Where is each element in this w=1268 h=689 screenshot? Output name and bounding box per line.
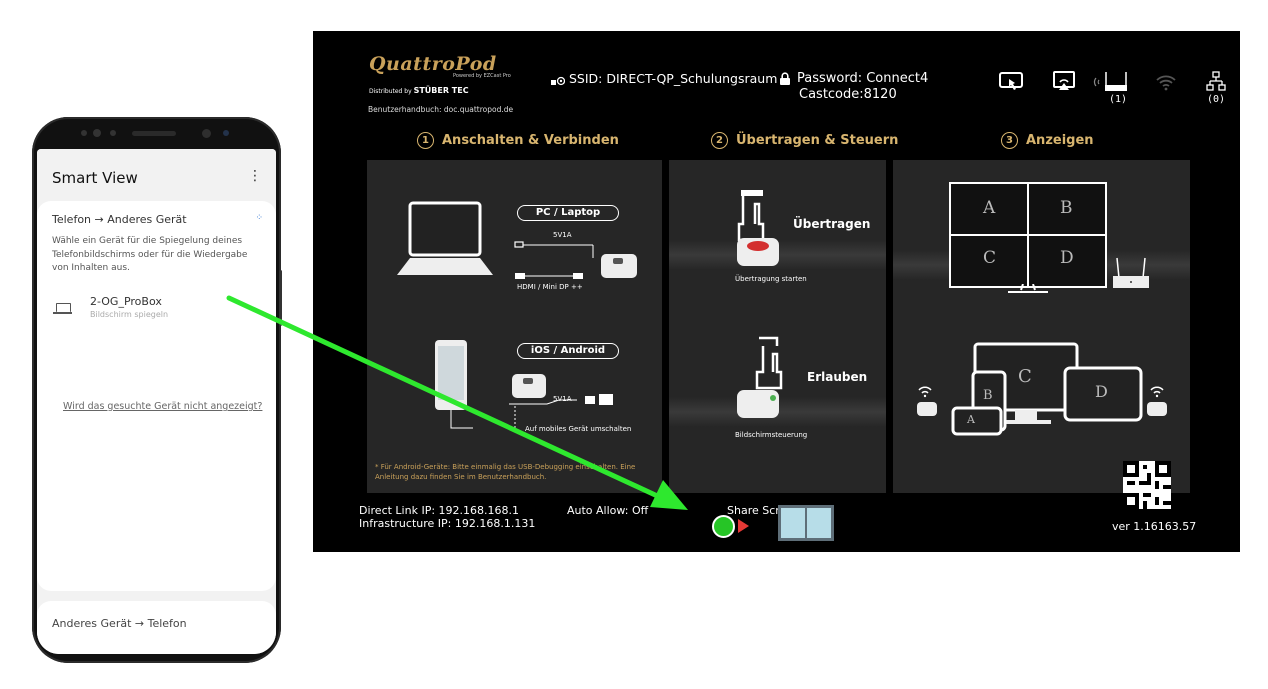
press-button-illustration <box>737 190 779 266</box>
section-title: Telefon → Anderes Gerät <box>52 213 187 226</box>
step-label: Anzeigen <box>1026 133 1094 148</box>
mobile-device-illustration <box>509 374 613 430</box>
airplay-icon <box>1053 71 1075 90</box>
laptop-icon-base <box>53 312 72 314</box>
ios-android-pill: iOS / Android <box>517 343 619 359</box>
camera-icon <box>202 129 211 138</box>
multi-device-illustration <box>917 342 1167 436</box>
ssid-text: SSID: DIRECT-QP_Schulungsraum <box>569 71 778 86</box>
device-d-label: D <box>1095 382 1108 401</box>
quadrant-a: A <box>983 198 996 218</box>
powered-by: Powered by EZCast Pro <box>453 73 511 79</box>
connect-panel: PC / Laptop 5V1A HDMI / Mini DP ++ iOS /… <box>367 160 662 493</box>
step-label: Anschalten & Verbinden <box>442 133 619 148</box>
share-screen-status: Share Scr <box>727 504 780 517</box>
step-1-header: 1 Anschalten & Verbinden <box>417 132 619 149</box>
pc-laptop-pill: PC / Laptop <box>517 205 619 221</box>
phone-screen: Smart View ⋮ Telefon → Anderes Gerät ⁘ W… <box>37 149 276 654</box>
step-3-header: 3 Anzeigen <box>1001 132 1094 149</box>
lan-count: (0) <box>1207 94 1226 105</box>
phone-to-device-card: Telefon → Anderes Gerät ⁘ Wähle ein Gerä… <box>37 201 276 591</box>
section-description: Wähle ein Gerät für die Spiegelung deine… <box>52 236 248 273</box>
distributed-by-label: Distributed by <box>369 88 412 95</box>
app-title: Smart View <box>52 169 138 187</box>
step-2-header: 2 Übertragen & Steuern <box>711 132 898 149</box>
transfer-panel: Übertragen Übertragung starten Erlauben … <box>669 160 886 493</box>
allow-button-illustration <box>737 336 783 418</box>
direct-link-ip: Direct Link IP: 192.168.168.1 <box>359 504 520 517</box>
touch-screen-icon <box>999 72 1023 90</box>
phone: Smart View ⋮ Telefon → Anderes Gerät ⁘ W… <box>32 117 281 663</box>
phone-top-bezel <box>32 117 281 149</box>
device-subtitle: Bildschirm spiegeln <box>90 310 169 319</box>
brand-logo: QuattroPod <box>369 53 497 75</box>
device-c-label: C <box>1018 366 1032 387</box>
scan-dots-icon[interactable]: ⁘ <box>255 213 262 223</box>
step-number: 1 <box>417 132 434 149</box>
front-camera-icon <box>223 130 229 136</box>
router-icon <box>1093 72 1127 91</box>
smartphone-illustration <box>435 340 473 429</box>
step-number: 3 <box>1001 132 1018 149</box>
wifi-ssid-icon <box>551 76 565 86</box>
router-illustration <box>1113 257 1149 288</box>
device-not-found-link[interactable]: Wird das gesuchte Gerät nicht angezeigt? <box>63 401 263 412</box>
section-title: Anderes Gerät → Telefon <box>52 617 187 630</box>
lan-icon <box>1206 71 1226 91</box>
tv-stand-icon <box>1008 284 1048 293</box>
pc-power-label: 5V1A <box>553 231 572 239</box>
ip-info: Direct Link IP: 192.168.168.1 Infrastruc… <box>359 504 535 530</box>
device-b-label: B <box>983 388 993 403</box>
auto-allow-status: Auto Allow: Off <box>567 504 649 517</box>
side-button <box>279 270 282 326</box>
mobile-power-label: 5V1A <box>553 395 572 403</box>
device-to-phone-card[interactable]: Anderes Gerät → Telefon <box>37 601 276 654</box>
phone-speaker <box>132 131 176 136</box>
quadrant-c: C <box>983 248 997 268</box>
sensor-dot <box>110 130 116 136</box>
tv-screen: QuattroPod Powered by EZCast Pro Distrib… <box>313 31 1240 552</box>
display-panel: A B C D C D B <box>893 160 1190 493</box>
distributor: Distributed by STÜBER TEC <box>369 86 469 95</box>
quad-screen: A B C D <box>949 182 1107 288</box>
mirrored-screen-icon <box>778 505 834 541</box>
device-name: 2-OG_ProBox <box>90 295 162 308</box>
infrastructure-ip: Infrastructure IP: 192.168.1.131 <box>359 517 536 530</box>
manual-url: Benutzerhandbuch: doc.quattropod.de <box>368 105 514 114</box>
mobile-switch-label: Auf mobiles Gerät umschalten <box>525 425 632 433</box>
sensor-dot <box>81 130 87 136</box>
play-icon <box>738 519 749 533</box>
cable-connector-illustration <box>514 241 637 279</box>
pc-cable-label: HDMI / Mini DP ++ <box>517 283 583 291</box>
device-a-label: A <box>967 413 975 426</box>
app-header: Smart View ⋮ <box>37 149 276 195</box>
lock-icon <box>780 72 790 85</box>
step-label: Übertragen & Steuern <box>736 133 899 148</box>
status-dot-icon <box>712 515 735 538</box>
laptop-illustration <box>397 201 493 275</box>
android-note: * Für Android-Geräte: Bitte einmalig das… <box>375 463 636 481</box>
quad-divider <box>951 234 1105 236</box>
quadrant-b: B <box>1060 198 1073 218</box>
wifi-icon <box>1156 75 1176 91</box>
allow-label: Erlauben <box>807 370 868 384</box>
transfer-sub-label: Übertragung starten <box>735 275 807 283</box>
more-vert-icon[interactable]: ⋮ <box>248 168 262 184</box>
castcode-text: Castcode:8120 <box>799 87 897 102</box>
quadrant-d: D <box>1060 248 1074 268</box>
router-count: (1) <box>1109 94 1128 105</box>
qr-code <box>1123 461 1171 509</box>
step-number: 2 <box>711 132 728 149</box>
version-label: ver 1.16163.57 <box>1112 520 1197 533</box>
transfer-label: Übertragen <box>793 217 871 231</box>
distributor-name: STÜBER TEC <box>413 86 469 95</box>
password-text: Password: Connect4 <box>797 71 929 86</box>
device-list-item[interactable]: 2-OG_ProBox Bildschirm spiegeln <box>52 293 266 329</box>
laptop-icon <box>56 303 71 312</box>
sensor-dot <box>93 129 101 137</box>
allow-sub-label: Bildschirmsteuerung <box>735 431 808 439</box>
